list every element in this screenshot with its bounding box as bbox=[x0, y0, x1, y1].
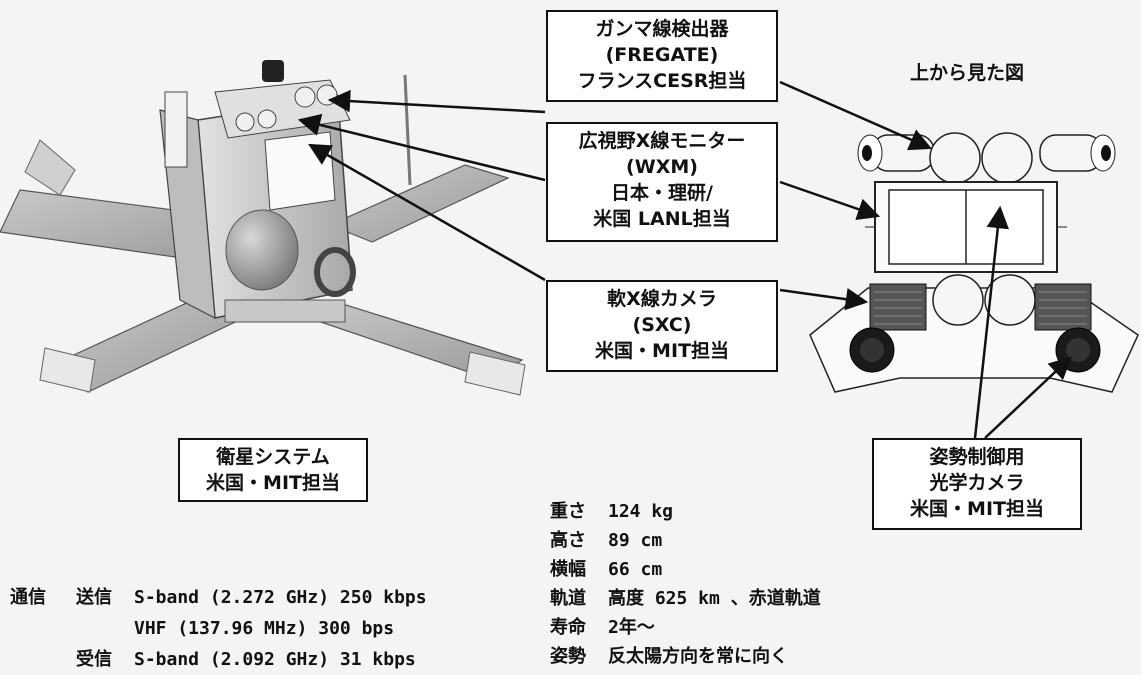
comm-label: 通信 bbox=[10, 587, 46, 608]
spec-value: 66 cm bbox=[608, 559, 663, 580]
comm-row: 通信 送信 S-band (2.272 GHz) 250 kbps bbox=[10, 582, 427, 613]
spec-row: 寿命 2年〜 bbox=[550, 613, 821, 642]
label-line: 姿勢制御用 bbox=[929, 446, 1025, 468]
spec-list: 重さ 124 kg 高さ 89 cm 横幅 66 cm 軌道 高度 625 km 、赤道… bbox=[550, 497, 821, 671]
comm-row: VHF (137.96 MHz) 300 bps bbox=[10, 613, 427, 644]
spec-key: 横幅 bbox=[550, 559, 586, 580]
comm-value: VHF (137.96 MHz) 300 bps bbox=[134, 618, 395, 639]
sxc-left bbox=[869, 283, 927, 331]
propellant-tank bbox=[225, 209, 299, 291]
solar-panel-right bbox=[328, 164, 510, 243]
label-line: 日本・理研/ bbox=[611, 182, 713, 204]
spec-key: 寿命 bbox=[550, 617, 586, 638]
label-attitude-camera: 姿勢制御用 光学カメラ 米国・MIT担当 bbox=[872, 438, 1082, 530]
spec-key: 重さ bbox=[550, 501, 586, 522]
label-line: 米国・MIT担当 bbox=[206, 472, 340, 494]
ring-fixture bbox=[314, 247, 356, 297]
satellite-illustration bbox=[0, 60, 526, 396]
spec-value: 反太陽方向を常に向く bbox=[608, 646, 788, 667]
label-line: ガンマ線検出器 bbox=[595, 18, 729, 40]
spec-row: 重さ 124 kg bbox=[550, 497, 821, 526]
label-line: フランスCESR担当 bbox=[577, 70, 747, 92]
label-line: 衛星システム bbox=[216, 446, 330, 468]
label-line: 広視野X線モニター bbox=[578, 130, 746, 152]
spec-key: 姿勢 bbox=[550, 646, 586, 667]
label-line: 光学カメラ bbox=[929, 472, 1025, 494]
pointer-arrows bbox=[297, 80, 1072, 439]
label-line: (WXM) bbox=[626, 156, 698, 178]
label-line: (SXC) bbox=[632, 314, 692, 336]
spec-key: 高さ bbox=[550, 530, 586, 551]
comm-sub: 受信 bbox=[76, 649, 112, 670]
label-satellite-system: 衛星システム 米国・MIT担当 bbox=[178, 438, 368, 502]
label-line: 米国・MIT担当 bbox=[910, 498, 1044, 520]
top-view-title: 上から見た図 bbox=[910, 62, 1025, 84]
label-line: 米国・MIT担当 bbox=[595, 340, 729, 362]
spec-row: 高さ 89 cm bbox=[550, 526, 821, 555]
communication-specs: 通信 送信 S-band (2.272 GHz) 250 kbps VHF (137… bbox=[10, 582, 427, 675]
label-wide-field-xray-monitor: 広視野X線モニター (WXM) 日本・理研/ 米国 LANL担当 bbox=[546, 122, 778, 242]
comm-value: S-band (2.092 GHz) 31 kbps bbox=[134, 649, 416, 670]
comm-value: S-band (2.272 GHz) 250 kbps bbox=[134, 587, 427, 608]
comm-sub: 送信 bbox=[76, 587, 112, 608]
label-line: 米国 LANL担当 bbox=[593, 208, 731, 230]
label-soft-xray-camera: 軟X線カメラ (SXC) 米国・MIT担当 bbox=[546, 280, 778, 372]
top-view-illustration bbox=[809, 132, 1139, 393]
label-gamma-ray-detector: ガンマ線検出器 (FREGATE) フランスCESR担当 bbox=[546, 10, 778, 102]
spec-value: 2年〜 bbox=[608, 617, 655, 638]
spec-value: 124 kg bbox=[608, 501, 674, 522]
spec-key: 軌道 bbox=[550, 588, 586, 609]
label-line: 軟X線カメラ bbox=[607, 288, 717, 310]
label-line: (FREGATE) bbox=[605, 44, 719, 66]
spec-row: 軌道 高度 625 km 、赤道軌道 bbox=[550, 584, 821, 613]
spec-row: 横幅 66 cm bbox=[550, 555, 821, 584]
spec-value: 高度 625 km 、赤道軌道 bbox=[608, 588, 821, 609]
spec-row: 姿勢 反太陽方向を常に向く bbox=[550, 642, 821, 671]
comm-row: 受信 S-band (2.092 GHz) 31 kbps bbox=[10, 644, 427, 675]
spec-value: 89 cm bbox=[608, 530, 663, 551]
sxc-right bbox=[1034, 283, 1092, 331]
